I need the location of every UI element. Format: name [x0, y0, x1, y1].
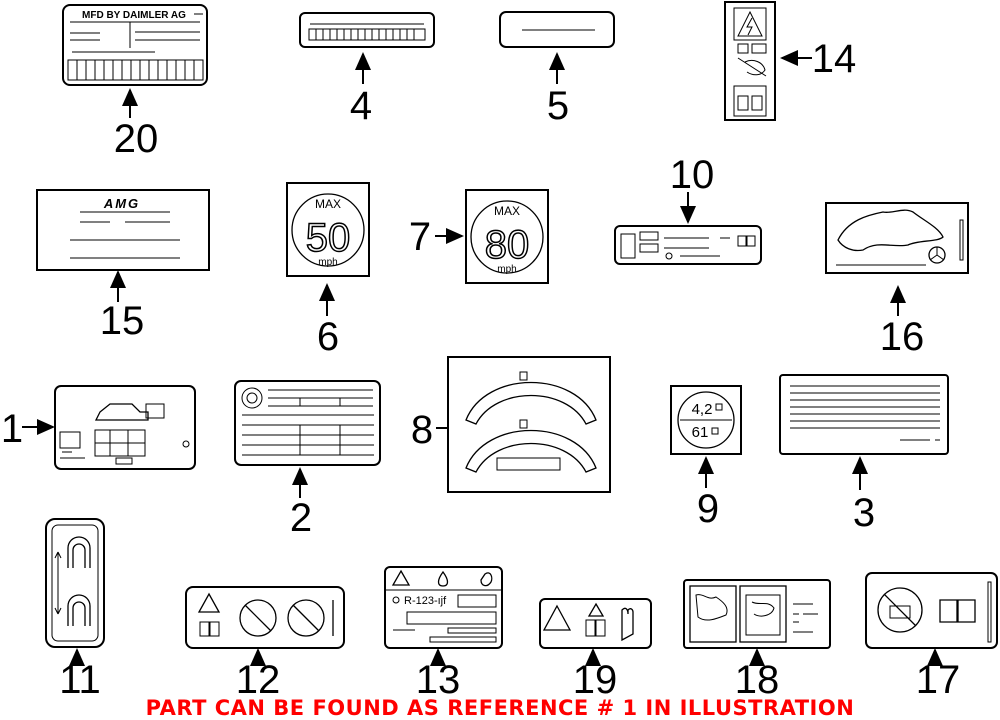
callout-18[interactable]: 18	[735, 658, 780, 702]
callout-7[interactable]: 7	[409, 215, 431, 259]
callout-1[interactable]: 1	[1, 407, 23, 451]
part-17-label[interactable]	[865, 572, 998, 649]
manual-book-icon	[737, 95, 763, 111]
reference-note: PART CAN BE FOUND AS REFERENCE # 1 IN IL…	[145, 696, 855, 720]
speed-max-text: MAX	[494, 204, 520, 218]
high-voltage-icon	[737, 10, 763, 37]
glove-icon	[621, 607, 634, 642]
callout-numbers: 20 4 5 14 15 6 7 10 16 1 2 8 9 3 11 12 1…	[1, 37, 960, 702]
callout-17[interactable]: 17	[916, 658, 961, 702]
part-10-label[interactable]	[614, 225, 762, 265]
callout-5[interactable]: 5	[547, 84, 569, 128]
amg-logo: AMG	[103, 196, 140, 211]
part-8-label[interactable]	[447, 356, 611, 493]
callout-19[interactable]: 19	[573, 658, 618, 702]
manual-book-icon	[585, 619, 606, 637]
part-1-label[interactable]	[54, 385, 196, 470]
callout-13[interactable]: 13	[416, 658, 461, 702]
part-5-label[interactable]	[499, 11, 615, 48]
part-12-warning-label[interactable]	[185, 586, 345, 649]
warning-triangle-icon	[391, 569, 411, 586]
part-20-vin-label[interactable]: MFD BY DAIMLER AG	[62, 4, 208, 86]
part-2-label[interactable]	[234, 380, 381, 466]
callout-4[interactable]: 4	[350, 84, 372, 128]
part-14-warning-label[interactable]	[724, 1, 776, 121]
speed-value: 80	[485, 223, 530, 267]
callout-arrows	[22, 50, 943, 666]
tire-pressure-bottom: 61	[692, 424, 709, 441]
speed-max-text: MAX	[315, 197, 341, 211]
callout-8[interactable]: 8	[411, 408, 433, 452]
speed-unit: mph	[497, 264, 516, 275]
callout-10[interactable]: 10	[670, 153, 715, 197]
part-13-refrigerant-label[interactable]: R-123-ıjf	[384, 566, 503, 649]
part-15-amg-label[interactable]: AMG	[36, 189, 210, 271]
part-18-label[interactable]	[683, 579, 831, 649]
part-3-label[interactable]	[779, 374, 949, 455]
speed-unit: mph	[318, 257, 337, 268]
part-4-barcode-label[interactable]	[299, 12, 435, 48]
part-16-racetrack-label[interactable]	[825, 202, 969, 274]
callout-9[interactable]: 9	[697, 487, 719, 531]
callout-3[interactable]: 3	[853, 491, 875, 535]
drop-icon	[437, 570, 449, 587]
part-11-child-seat-label[interactable]	[45, 518, 105, 648]
tire-pressure-top: 4,2	[692, 401, 713, 418]
warning-triangle-icon	[542, 604, 572, 631]
no-battery-icon	[877, 587, 923, 633]
svg-text:MFD BY DAIMLER AG: MFD BY DAIMLER AG	[82, 10, 186, 21]
callout-20[interactable]: 20	[114, 117, 159, 161]
callout-16[interactable]: 16	[880, 315, 925, 359]
part-19-warning-label[interactable]	[539, 598, 652, 649]
callout-14[interactable]: 14	[812, 37, 857, 81]
manual-book-icon	[199, 621, 220, 637]
part-7-speed-80-label[interactable]: MAX 80 mph	[465, 189, 549, 284]
sun-icon	[392, 596, 400, 604]
callout-11[interactable]: 11	[59, 658, 101, 702]
callout-15[interactable]: 15	[100, 299, 145, 343]
part-9-tire-pressure-label[interactable]: 4,2 61	[670, 385, 742, 455]
manual-book-icon	[939, 599, 976, 623]
callout-2[interactable]: 2	[290, 496, 312, 540]
part-6-speed-50-label[interactable]: MAX 50 mph	[286, 182, 370, 277]
speed-value: 50	[306, 216, 351, 260]
child-seat-icon	[67, 536, 91, 568]
callout-6[interactable]: 6	[317, 315, 339, 359]
refrigerant-text: R-123-ıjf	[404, 595, 447, 607]
glove-icon	[480, 572, 493, 587]
warning-triangle-icon	[197, 592, 221, 613]
callout-12[interactable]: 12	[236, 658, 281, 702]
arrow-icon	[54, 551, 62, 615]
